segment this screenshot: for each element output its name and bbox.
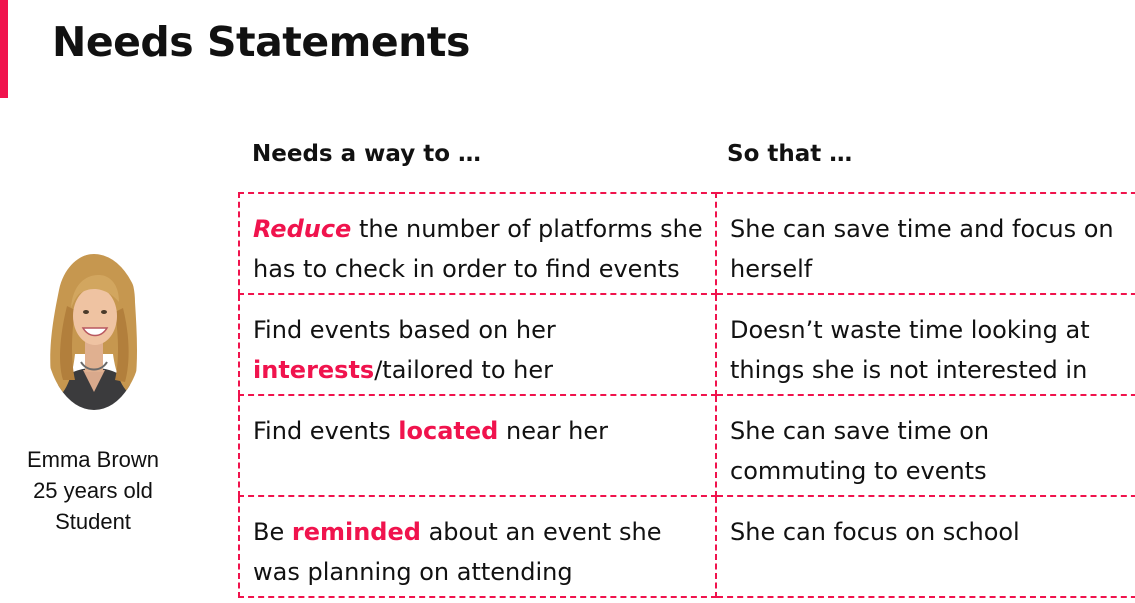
accent-bar bbox=[0, 0, 8, 98]
need-cell: Find events located near her bbox=[238, 394, 717, 497]
so-that-cell: Doesn’t waste time looking at things she… bbox=[715, 293, 1135, 396]
column-header-so-that: So that … bbox=[727, 141, 853, 167]
need-highlight: reminded bbox=[291, 518, 421, 546]
table-row: Find events located near her She can sav… bbox=[238, 394, 1135, 497]
needs-table: Reduce the number of platforms she has t… bbox=[238, 192, 1135, 598]
need-highlight: located bbox=[398, 417, 499, 445]
need-cell: Reduce the number of platforms she has t… bbox=[238, 192, 717, 295]
need-text-before: Be bbox=[253, 518, 292, 546]
table-row: Reduce the number of platforms she has t… bbox=[238, 192, 1135, 295]
need-text-before: Find events bbox=[253, 417, 399, 445]
need-text-after: near her bbox=[498, 417, 609, 445]
need-highlight: Reduce bbox=[253, 215, 352, 243]
persona-age: 25 years old bbox=[33, 478, 153, 503]
table-row: Be reminded about an event she was plann… bbox=[238, 495, 1135, 598]
need-cell: Be reminded about an event she was plann… bbox=[238, 495, 717, 598]
need-text-after: the number of platforms she has to check… bbox=[253, 215, 703, 283]
page-title: Needs Statements bbox=[52, 18, 470, 66]
table-row: Find events based on her interests/tailo… bbox=[238, 293, 1135, 396]
avatar-photo-icon bbox=[45, 254, 143, 410]
so-that-cell: She can focus on school bbox=[715, 495, 1135, 598]
persona-details: Emma Brown 25 years old Student bbox=[10, 444, 176, 537]
persona-name: Emma Brown bbox=[26, 447, 160, 472]
so-that-cell: She can save time on commuting to events bbox=[715, 394, 1135, 497]
so-that-cell: She can save time and focus on herself bbox=[715, 192, 1135, 295]
need-text-after: /tailored to her bbox=[374, 356, 553, 384]
need-text-after: about an event she was planning on atten… bbox=[253, 518, 662, 586]
need-highlight: interests bbox=[253, 356, 375, 384]
need-text-before: Find events based on her bbox=[253, 316, 556, 344]
column-header-need: Needs a way to … bbox=[252, 141, 482, 167]
persona-occupation: Student bbox=[55, 509, 131, 534]
need-cell: Find events based on her interests/tailo… bbox=[238, 293, 717, 396]
